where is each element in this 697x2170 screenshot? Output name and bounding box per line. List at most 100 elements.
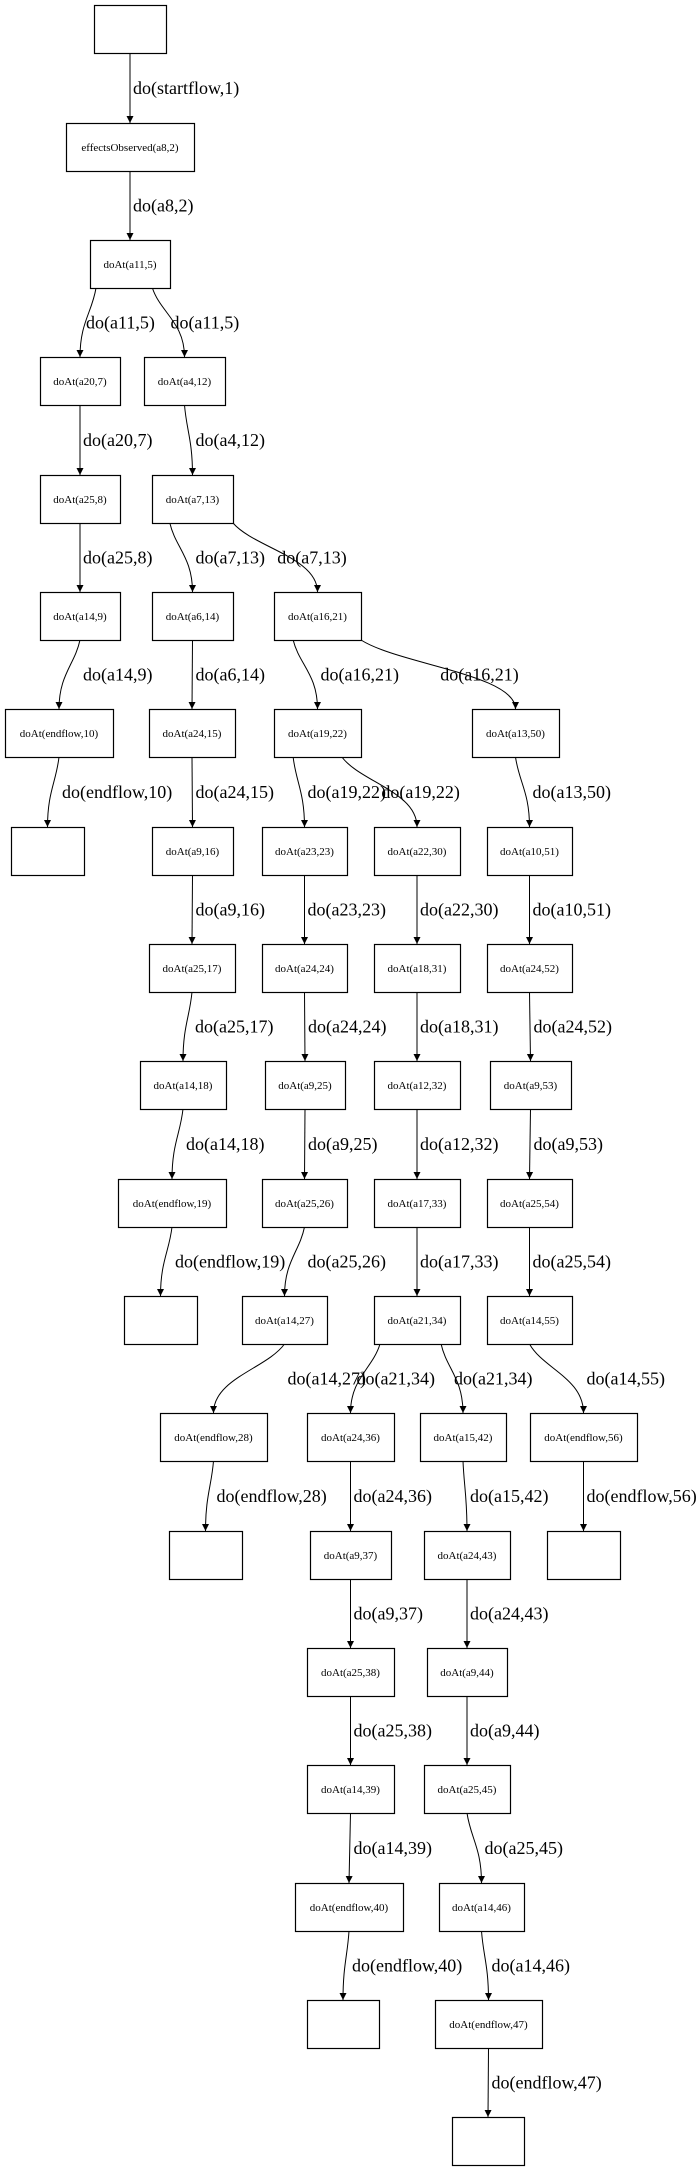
graph-node: doAt(a11,5) xyxy=(89,239,172,290)
node-box xyxy=(423,1530,512,1581)
graph-node: doAt(a25,45) xyxy=(423,1764,512,1815)
graph-edge xyxy=(55,639,81,710)
edge-label: do(endflow,19) xyxy=(175,1252,285,1273)
edge-label: do(a7,13) xyxy=(277,548,346,569)
node-box xyxy=(39,356,122,407)
edge-label: do(a25,26) xyxy=(308,1252,386,1273)
graph-edge xyxy=(515,756,533,828)
node-label: doAt(a12,32) xyxy=(388,1080,447,1092)
graph-edge xyxy=(526,991,534,1062)
node-label: doAt(a14,27) xyxy=(255,1315,314,1327)
node-box xyxy=(306,1647,396,1698)
node-label: doAt(a14,39) xyxy=(321,1784,380,1796)
edge-label: do(endflow,40) xyxy=(352,1956,462,1977)
graph-node: doAt(endflow,28) xyxy=(159,1412,269,1463)
node-box xyxy=(471,708,561,759)
node-box xyxy=(148,943,237,994)
node-label: doAt(a4,12) xyxy=(158,376,212,388)
node-label: effectsObserved(a8,2) xyxy=(81,142,179,154)
node-box xyxy=(89,239,172,290)
node-label: doAt(a24,15) xyxy=(163,728,222,740)
graph-node: doAt(a24,24) xyxy=(261,943,349,994)
node-box xyxy=(294,1882,405,1933)
node-box xyxy=(419,1412,508,1463)
node-label: doAt(a23,23) xyxy=(275,846,334,858)
edge-label: do(a9,25) xyxy=(308,1134,377,1155)
graph-node-empty xyxy=(451,2116,526,2167)
graph-node: doAt(a14,27) xyxy=(241,1295,329,1346)
node-box xyxy=(10,826,86,877)
graph-edge xyxy=(210,1343,285,1414)
node-box xyxy=(65,122,196,173)
graph-edge xyxy=(151,287,188,358)
graph-node: doAt(a25,17) xyxy=(148,943,237,994)
node-box xyxy=(486,1295,574,1346)
node-box xyxy=(373,943,462,994)
graph-node: doAt(endflow,19) xyxy=(117,1178,228,1229)
edge-label: do(a14,55) xyxy=(587,1369,665,1390)
edge-label: do(a14,27) xyxy=(288,1369,366,1390)
node-box xyxy=(123,1295,199,1346)
graph-node: doAt(a10,51) xyxy=(486,826,574,877)
graph-edge xyxy=(169,522,196,593)
node-label: doAt(endflow,10) xyxy=(20,728,99,740)
node-box xyxy=(168,1530,244,1581)
node-label: doAt(a9,53) xyxy=(504,1080,558,1092)
node-box xyxy=(159,1412,269,1463)
edge-label: do(a17,33) xyxy=(420,1252,498,1273)
node-box xyxy=(434,1999,544,2050)
node-box xyxy=(489,1060,573,1111)
graph-edge xyxy=(281,1226,305,1297)
node-box xyxy=(306,1764,396,1815)
edge-label: do(a11,5) xyxy=(170,313,239,334)
edge-label: do(a24,43) xyxy=(470,1604,548,1625)
graph-node: doAt(a24,52) xyxy=(486,943,574,994)
edge-label: do(a24,15) xyxy=(196,782,274,803)
node-label: doAt(a11,5) xyxy=(103,259,156,271)
edge-label: do(startflow,1) xyxy=(133,78,239,99)
edge-label: do(a14,39) xyxy=(354,1838,432,1859)
edge-label: do(a15,42) xyxy=(470,1486,548,1507)
graph-node-empty xyxy=(306,1999,381,2050)
node-label: doAt(a24,36) xyxy=(321,1432,380,1444)
node-box xyxy=(151,826,235,877)
graph-node: doAt(a9,53) xyxy=(489,1060,573,1111)
graph-node: doAt(a13,50) xyxy=(471,708,561,759)
graph-node: doAt(a25,38) xyxy=(306,1647,396,1698)
graph-node: doAt(a9,16) xyxy=(151,826,235,877)
node-box xyxy=(306,1999,381,2050)
nodes-layer: effectsObserved(a8,2) doAt(a11,5) doAt(a20… xyxy=(4,4,639,2167)
node-label: doAt(a14,9) xyxy=(53,611,107,623)
graph-edge xyxy=(466,1812,485,1884)
graph-edge xyxy=(339,1930,350,2001)
node-box xyxy=(39,591,122,642)
node-box xyxy=(306,1412,396,1463)
node-box xyxy=(373,826,462,877)
edge-label: do(a23,23) xyxy=(308,900,386,921)
edges-layer: do(startflow,1)do(a8,2)do(a11,5)do(a11,5… xyxy=(44,53,697,2118)
node-box xyxy=(261,1178,349,1229)
graph-node: effectsObserved(a8,2) xyxy=(65,122,196,173)
node-label: doAt(a9,25) xyxy=(278,1080,332,1092)
node-label: doAt(endflow,28) xyxy=(174,1432,253,1444)
graph-node: doAt(a4,12) xyxy=(143,356,227,407)
graph-node: doAt(endflow,47) xyxy=(434,1999,544,2050)
edge-label: do(a21,34) xyxy=(454,1369,532,1390)
edge-label: do(a14,9) xyxy=(83,665,152,686)
node-label: doAt(a10,51) xyxy=(500,846,559,858)
node-box xyxy=(261,826,349,877)
node-box xyxy=(151,591,235,642)
node-label: doAt(a20,7) xyxy=(53,376,107,388)
edge-label: do(a24,24) xyxy=(308,1017,386,1038)
graph-edge xyxy=(347,1343,381,1414)
node-label: doAt(a9,16) xyxy=(166,846,220,858)
node-box xyxy=(373,1060,462,1111)
graph-node: doAt(a20,7) xyxy=(39,356,122,407)
graph-node: doAt(a12,32) xyxy=(373,1060,462,1111)
graph-edge xyxy=(526,1108,534,1180)
graph-edge xyxy=(76,287,97,358)
node-box xyxy=(143,356,227,407)
node-label: doAt(a6,14) xyxy=(166,611,220,623)
graph-node: doAt(endflow,40) xyxy=(294,1882,405,1933)
